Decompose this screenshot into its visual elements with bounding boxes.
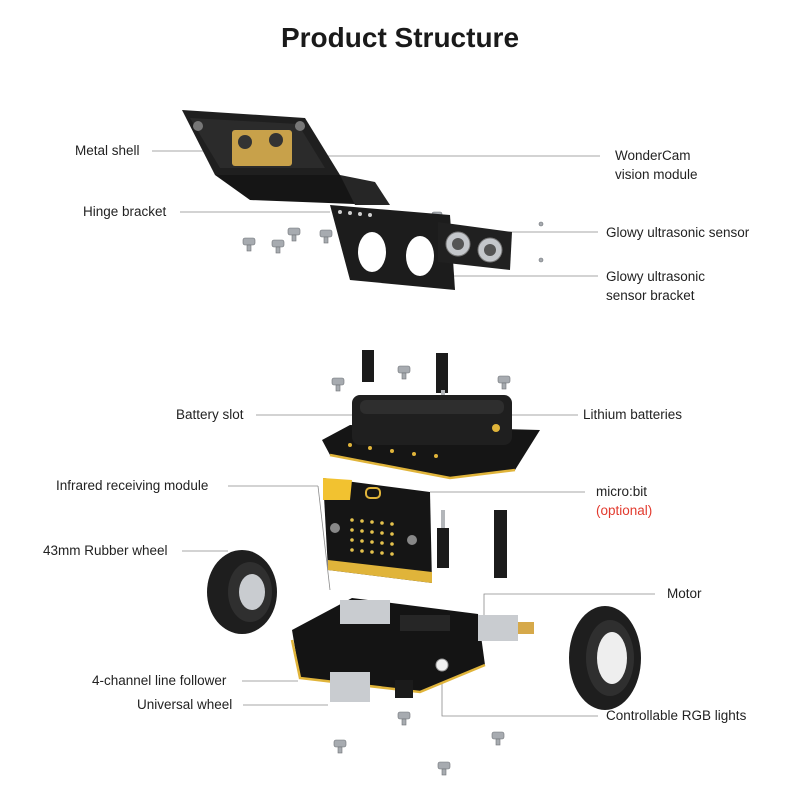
screws-top [242, 211, 544, 263]
label-motor: Motor [667, 586, 702, 601]
label-glowy-sensor: Glowy ultrasonic sensor [606, 225, 750, 240]
standoffs-middle [437, 510, 507, 578]
label-rubber-wheel: 43mm Rubber wheel [43, 543, 168, 558]
ultrasonic-sensor [438, 222, 512, 270]
rubber-wheel-left [207, 550, 277, 634]
label-microbit: micro:bit [596, 484, 648, 499]
microbit-board [323, 478, 432, 583]
label-metal-shell: Metal shell [75, 143, 140, 158]
label-line-follower: 4-channel line follower [92, 673, 227, 688]
screws-bottom [333, 711, 505, 776]
label-glowy-bracket-line1: Glowy ultrasonic [606, 269, 706, 284]
battery-board [322, 395, 540, 480]
chassis-board [290, 598, 534, 702]
label-optional: (optional) [596, 503, 653, 518]
hinge-bracket [330, 205, 455, 290]
label-battery-slot: Battery slot [176, 407, 244, 422]
leader-lines [152, 150, 655, 717]
screws-battery [331, 365, 511, 392]
rubber-wheel-right [569, 606, 641, 710]
label-universal-wheel: Universal wheel [137, 697, 233, 712]
label-glowy-bracket-line2: sensor bracket [606, 288, 695, 303]
label-hinge-bracket: Hinge bracket [83, 204, 167, 219]
label-wondercam-line1: WonderCam [615, 148, 691, 163]
wondercam-module [182, 110, 390, 205]
page-title: Product Structure [280, 22, 520, 53]
label-wondercam-line2: vision module [615, 167, 698, 182]
label-infrared-module: Infrared receiving module [56, 478, 209, 493]
label-lithium-batteries: Lithium batteries [583, 407, 683, 422]
label-rgb-lights: Controllable RGB lights [606, 708, 747, 723]
